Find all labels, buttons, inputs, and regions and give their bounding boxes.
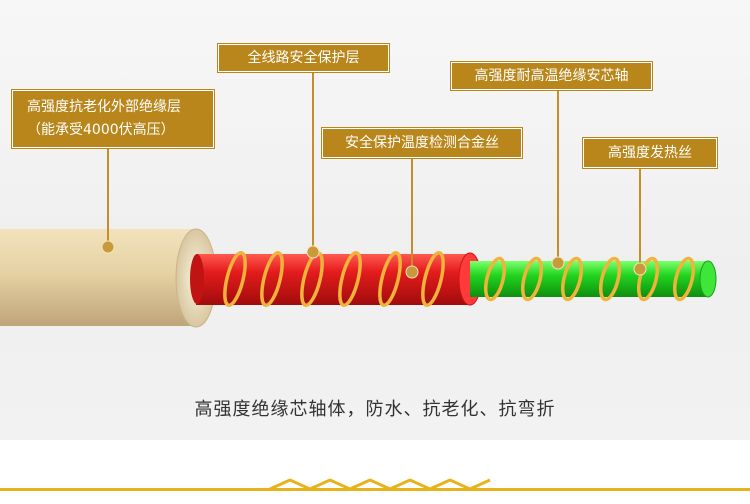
leader-lines (107, 72, 641, 272)
heating-coil-turn (560, 256, 584, 302)
label-insulated-core: 高强度耐高温绝缘安芯轴 (451, 62, 652, 90)
heating-coil-turn (338, 250, 362, 308)
dot-outer (101, 240, 115, 254)
heating-coil-turn (672, 256, 696, 302)
label-protection-layer: 全线路安全保护层 (218, 44, 389, 72)
heating-coil-turn (378, 250, 402, 308)
leader-dots (101, 240, 647, 279)
label-outer-line1: 高强度抗老化外部绝缘层 (27, 99, 181, 115)
heating-coil-turn (636, 256, 660, 302)
dot-protect (306, 245, 320, 259)
heating-coil-group (223, 250, 696, 308)
label-outer-insulation: 高强度抗老化外部绝缘层 （能承受4000伏高压） (12, 90, 214, 148)
heating-coil-turn (483, 256, 507, 302)
dot-heat (633, 262, 647, 276)
green-insulated-core (470, 260, 717, 298)
heating-coil-turn (223, 250, 247, 308)
heating-coil-turn (520, 256, 544, 302)
dot-core (551, 256, 565, 270)
dot-alloy (405, 265, 419, 279)
heating-coil-turn (598, 256, 622, 302)
diagram-caption: 高强度绝缘芯轴体，防水、抗老化、抗弯折 (194, 399, 556, 420)
heating-coil-turn (421, 250, 445, 308)
footer-zigzag-trim (0, 478, 750, 491)
label-heating-wire: 高强度发热丝 (583, 138, 717, 168)
footer-band (0, 440, 750, 504)
heating-coil-turn (260, 250, 284, 308)
label-temp-alloy-wire: 安全保护温度检测合金丝 (322, 128, 522, 158)
label-outer-line2: （能承受4000伏高压） (27, 122, 175, 138)
